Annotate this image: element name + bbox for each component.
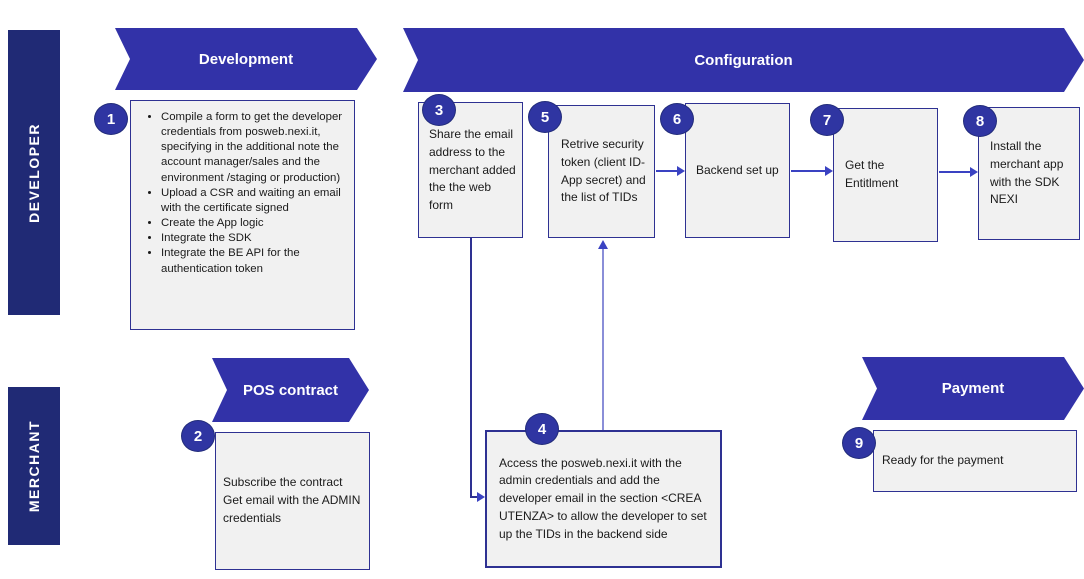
arrow-step5-to-step6-line [656, 170, 678, 172]
arrow-step4-to-step5-line [602, 248, 604, 430]
step-number-4: 4 [525, 413, 559, 445]
step-8-text: Install the merchant app with the SDK NE… [990, 139, 1064, 207]
phase-configuration-label: Configuration [694, 51, 793, 69]
step-box-7: Get the Entitlment [833, 108, 938, 242]
step-number-6: 6 [660, 103, 694, 135]
step-7-text: Get the Entitlment [845, 158, 899, 190]
lane-developer-bar: DEVELOPER [8, 30, 60, 315]
step-2-text: Subscribe the contract Get email with th… [223, 475, 361, 525]
step-number-5: 5 [528, 101, 562, 133]
lane-merchant-bar: MERCHANT [8, 387, 60, 545]
connector-step3-to-step4-vline [470, 238, 472, 498]
step-box-2: Subscribe the contract Get email with th… [215, 432, 370, 570]
phase-banner-configuration: Configuration [403, 28, 1084, 92]
phase-banner-payment: Payment [862, 357, 1084, 420]
arrow-step6-to-step7-head [825, 166, 833, 176]
step-box-8: Install the merchant app with the SDK NE… [978, 107, 1080, 240]
phase-pos-contract-label: POS contract [242, 381, 339, 399]
connector-step3-to-step4-head [477, 492, 485, 502]
arrow-step7-to-step8-head [970, 167, 978, 177]
step-1-bullet-list: Compile a form to get the developer cred… [131, 110, 348, 277]
arrow-step7-to-step8-line [939, 171, 971, 173]
step-box-5: Retrive security token (client ID-App se… [548, 105, 655, 238]
arrow-step4-to-step5-head [598, 240, 608, 249]
bullet-item: Compile a form to get the developer cred… [161, 110, 348, 186]
bullet-item: Upload a CSR and waiting an email with t… [161, 186, 348, 216]
phase-development-label: Development [198, 50, 294, 68]
step-number-1: 1 [94, 103, 128, 135]
step-box-6: Backend set up [685, 103, 790, 238]
step-number-2: 2 [181, 420, 215, 452]
step-3-text: Share the email address to the merchant … [429, 127, 516, 212]
arrow-step5-to-step6-head [677, 166, 685, 176]
step-box-9: Ready for the payment [873, 430, 1077, 492]
step-4-text: Access the posweb.nexi.it with the admin… [499, 455, 707, 541]
phase-banner-development: Development [115, 28, 377, 90]
connector-step3-to-step4-hline [470, 496, 478, 498]
phase-banner-pos-contract: POS contract [212, 358, 369, 422]
lane-developer-label: DEVELOPER [26, 122, 42, 223]
step-box-4: Access the posweb.nexi.it with the admin… [485, 430, 722, 568]
step-box-3: Share the email address to the merchant … [418, 102, 523, 238]
step-5-text: Retrive security token (client ID-App se… [561, 137, 646, 205]
phase-payment-label: Payment [941, 380, 1005, 397]
bullet-item: Integrate the SDK [161, 231, 348, 246]
lane-merchant-label: MERCHANT [26, 419, 42, 513]
bullet-item: Integrate the BE API for the authenticat… [161, 246, 348, 276]
step-9-text: Ready for the payment [882, 453, 1004, 468]
arrow-step6-to-step7-line [791, 170, 826, 172]
step-number-9: 9 [842, 427, 876, 459]
step-6-text: Backend set up [696, 162, 779, 177]
step-number-7: 7 [810, 104, 844, 136]
step-number-8: 8 [963, 105, 997, 137]
step-box-1: Compile a form to get the developer cred… [130, 100, 355, 330]
step-number-3: 3 [422, 94, 456, 126]
bullet-item: Create the App logic [161, 216, 348, 231]
